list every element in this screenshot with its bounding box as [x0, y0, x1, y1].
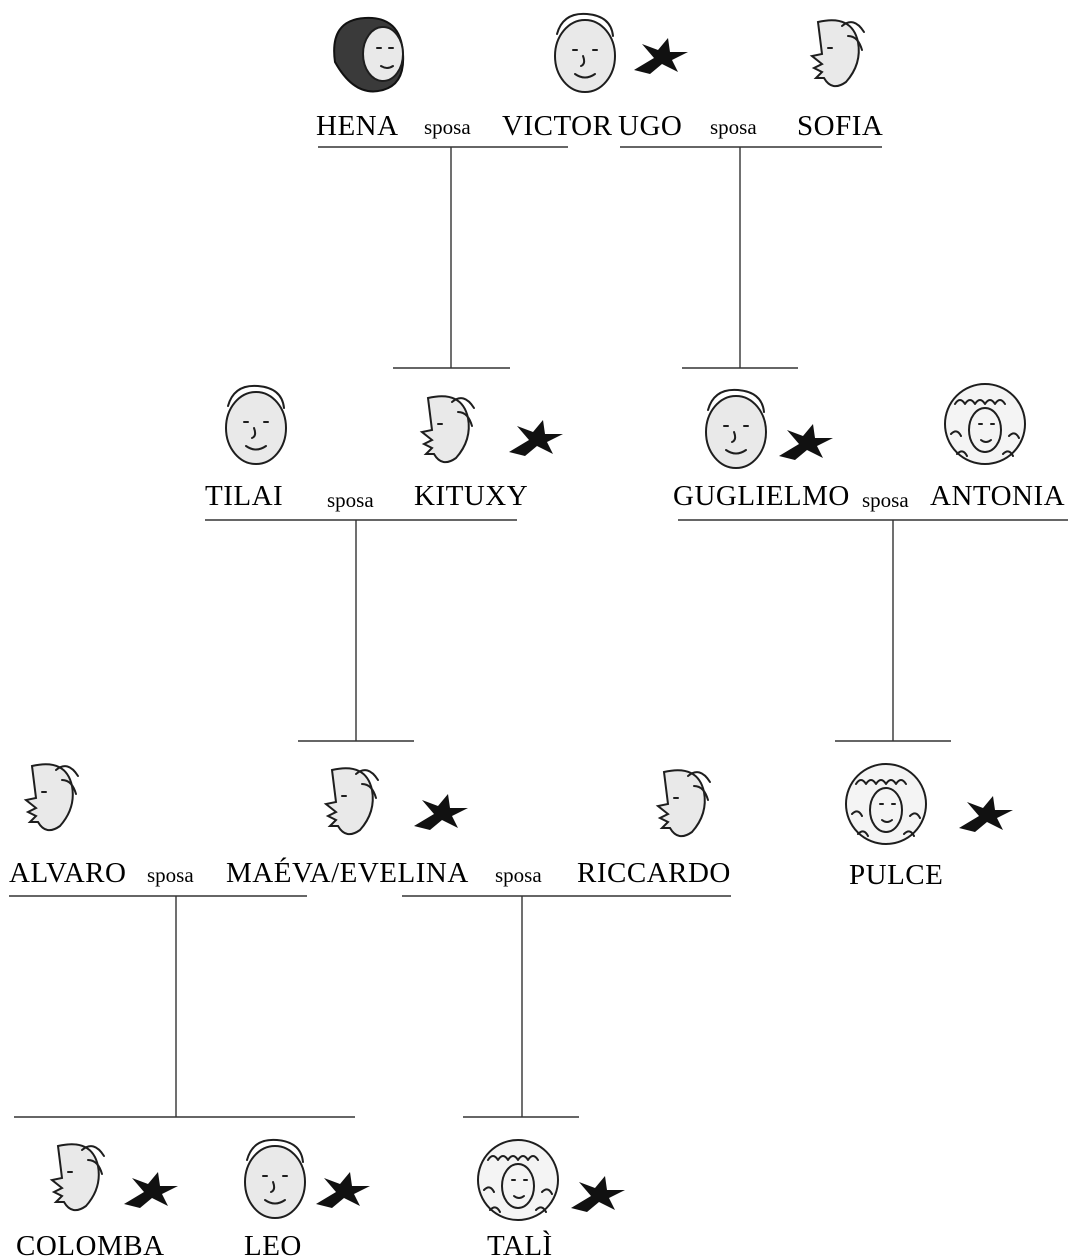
label-sposa-m3: sposa	[327, 488, 374, 512]
name-pulce: PULCE	[849, 859, 943, 891]
victor-deceased-mark	[634, 38, 688, 74]
riccardo-portrait	[657, 769, 711, 838]
name-hena: HENA	[316, 110, 399, 142]
label-sposa-m1: sposa	[424, 115, 471, 139]
guglielmo-deceased-mark	[779, 424, 833, 460]
name-colomba: COLOMBA	[16, 1230, 165, 1260]
alvaro-portrait	[25, 763, 79, 832]
tali-deceased-mark	[571, 1176, 625, 1212]
name-antonia: ANTONIA	[930, 480, 1065, 512]
sofia-portrait	[811, 19, 865, 88]
label-sposa-m2: sposa	[710, 115, 757, 139]
pulce-deceased-mark	[959, 796, 1013, 832]
hena-portrait	[333, 16, 405, 93]
name-guglielmo: GUGLIELMO	[673, 480, 850, 512]
name-ugo: UGO	[618, 110, 682, 142]
pulce-portrait	[845, 763, 927, 845]
antonia-portrait	[944, 383, 1026, 465]
leo-portrait	[244, 1138, 306, 1219]
victor-portrait	[554, 12, 616, 94]
name-maeva: MAÉVA/EVELINA	[226, 856, 469, 889]
tilai-portrait	[225, 384, 287, 465]
name-leo: LEO	[244, 1230, 302, 1260]
guglielmo-portrait	[705, 388, 767, 469]
leo-deceased-mark	[316, 1172, 370, 1208]
name-riccardo: RICCARDO	[577, 857, 731, 889]
colomba-deceased-mark	[124, 1172, 178, 1208]
label-sposa-m4: sposa	[862, 488, 909, 512]
name-tali: TALÌ	[487, 1229, 553, 1260]
maeva-deceased-mark	[414, 794, 468, 830]
name-kituxy: KITUXY	[414, 480, 528, 512]
label-sposa-m6: sposa	[495, 863, 542, 887]
name-alvaro: ALVARO	[9, 857, 126, 889]
name-tilai: TILAI	[205, 480, 283, 512]
kituxy-deceased-mark	[509, 420, 563, 456]
name-sofia: SOFIA	[797, 110, 883, 142]
maeva-portrait	[325, 767, 379, 836]
colomba-portrait	[51, 1143, 105, 1212]
kituxy-portrait	[421, 395, 475, 464]
label-sposa-m5: sposa	[147, 863, 194, 887]
tali-portrait	[477, 1139, 559, 1221]
name-victor: VICTOR	[502, 110, 613, 142]
